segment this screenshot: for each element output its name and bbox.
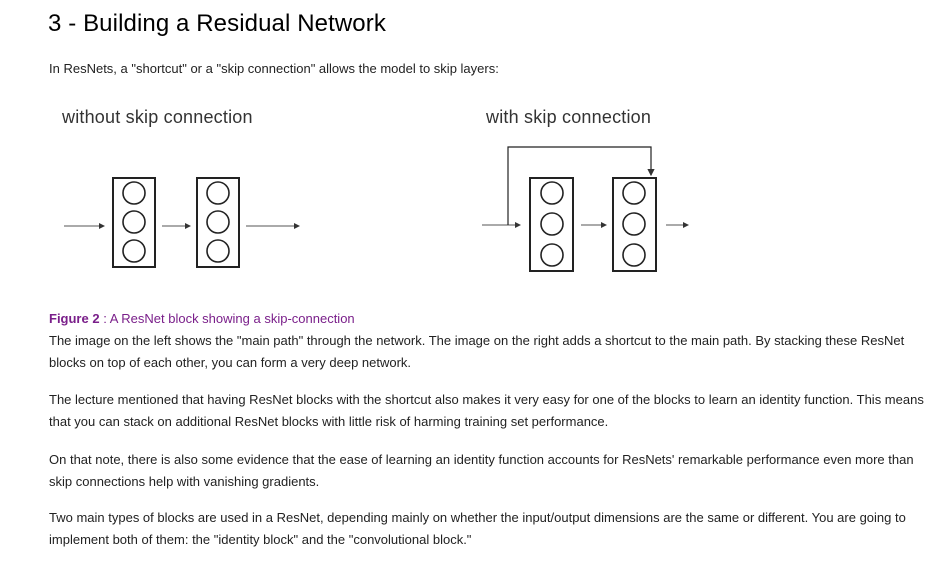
figure-caption: Figure 2 : A ResNet block showing a skip… bbox=[49, 310, 355, 328]
layer-block bbox=[196, 177, 240, 268]
paragraph: On that note, there is also some evidenc… bbox=[49, 452, 914, 489]
figure-caption-number: Figure 2 bbox=[49, 311, 100, 326]
resnet-block-diagram bbox=[64, 146, 689, 272]
layer-block bbox=[612, 177, 657, 272]
section-title: 3 - Building a Residual Network bbox=[48, 10, 386, 37]
diagram-without-skip bbox=[64, 177, 300, 268]
intro-text: In ResNets, a "shortcut" or a "skip conn… bbox=[49, 61, 499, 76]
figure-label-with-skip: with skip connection bbox=[486, 107, 652, 127]
paragraph: Two main types of blocks are used in a R… bbox=[49, 510, 906, 547]
figure-label-without-skip: without skip connection bbox=[62, 107, 253, 127]
paragraph: The lecture mentioned that having ResNet… bbox=[49, 392, 924, 429]
layer-block bbox=[112, 177, 156, 268]
paragraph: The image on the left shows the "main pa… bbox=[49, 333, 905, 370]
figure-caption-text: : A ResNet block showing a skip-connecti… bbox=[99, 311, 355, 326]
layer-block bbox=[529, 177, 574, 272]
diagram-with-skip bbox=[482, 146, 689, 272]
skip-connection-arrow bbox=[507, 146, 655, 225]
